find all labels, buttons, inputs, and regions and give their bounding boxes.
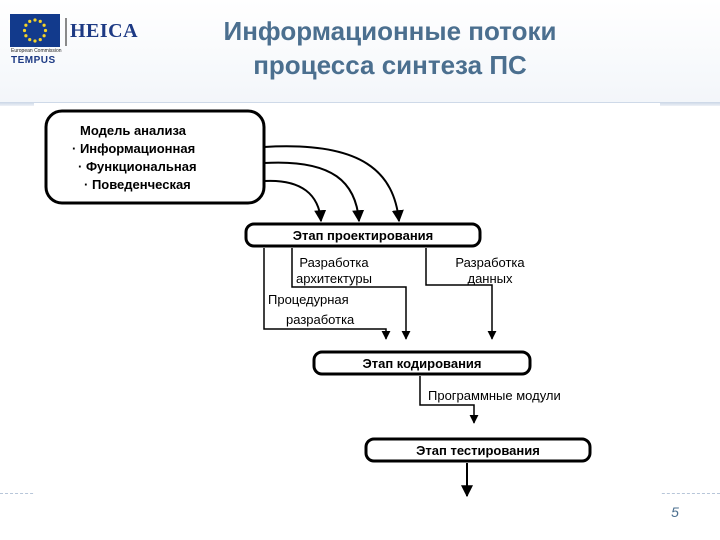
logo-divider	[65, 18, 67, 46]
procedural-dev-label-line-2: разработка	[286, 312, 355, 327]
analysis-model-item-functional: · Функциональная	[78, 159, 197, 174]
flow-arrow-functional	[263, 161, 365, 223]
analysis-model-item-behavioral: · Поведенческая	[84, 177, 191, 192]
architecture-dev-label-line-1: Разработка	[299, 255, 369, 270]
slide-title-line-2: процесса синтеза ПС	[253, 50, 527, 80]
eu-caption: European Commission	[11, 48, 62, 54]
analysis-model-item-informational: · Информационная	[72, 141, 195, 156]
diagram-panel: Модель анализа · Информационная · Функци…	[34, 103, 660, 511]
design-stage-label: Этап проектирования	[293, 228, 434, 243]
tempus-logo-text: TEMPUS	[11, 55, 56, 66]
header-band	[0, 0, 720, 102]
flow-diagram: Модель анализа · Информационная · Функци…	[44, 109, 592, 498]
procedural-flow-arrow	[263, 248, 391, 340]
testing-stage-label: Этап тестирования	[416, 443, 540, 458]
data-dev-label-line-2: данных	[467, 271, 513, 286]
procedural-dev-label-line-1: Процедурная	[268, 292, 349, 307]
flow-arrow-behavioral	[263, 179, 327, 223]
design-stage-box	[244, 222, 482, 248]
page-number: 5	[671, 504, 679, 520]
program-modules-label: Программные модули	[428, 388, 561, 403]
eu-flag-icon	[10, 14, 60, 47]
data-flow-arrow	[425, 248, 497, 340]
modules-flow-arrow	[419, 376, 479, 424]
architecture-flow-arrow	[291, 248, 411, 340]
testing-stage-box	[364, 437, 592, 463]
architecture-dev-label-line-2: архитектуры	[296, 271, 372, 286]
analysis-model-box	[44, 109, 266, 205]
slide-title: Информационные потоки процесса синтеза П…	[180, 14, 600, 82]
flow-arrow-informational	[263, 145, 404, 223]
coding-stage-box	[312, 350, 532, 376]
slide-title-line-1: Информационные потоки	[223, 16, 557, 46]
data-dev-label-line-1: Разработка	[455, 255, 525, 270]
heica-tempus-logo: HEICA European Commission TEMPUS	[10, 14, 138, 70]
analysis-model-title: Модель анализа	[80, 123, 187, 138]
heica-logo-text: HEICA	[70, 20, 139, 42]
coding-stage-label: Этап кодирования	[362, 356, 481, 371]
